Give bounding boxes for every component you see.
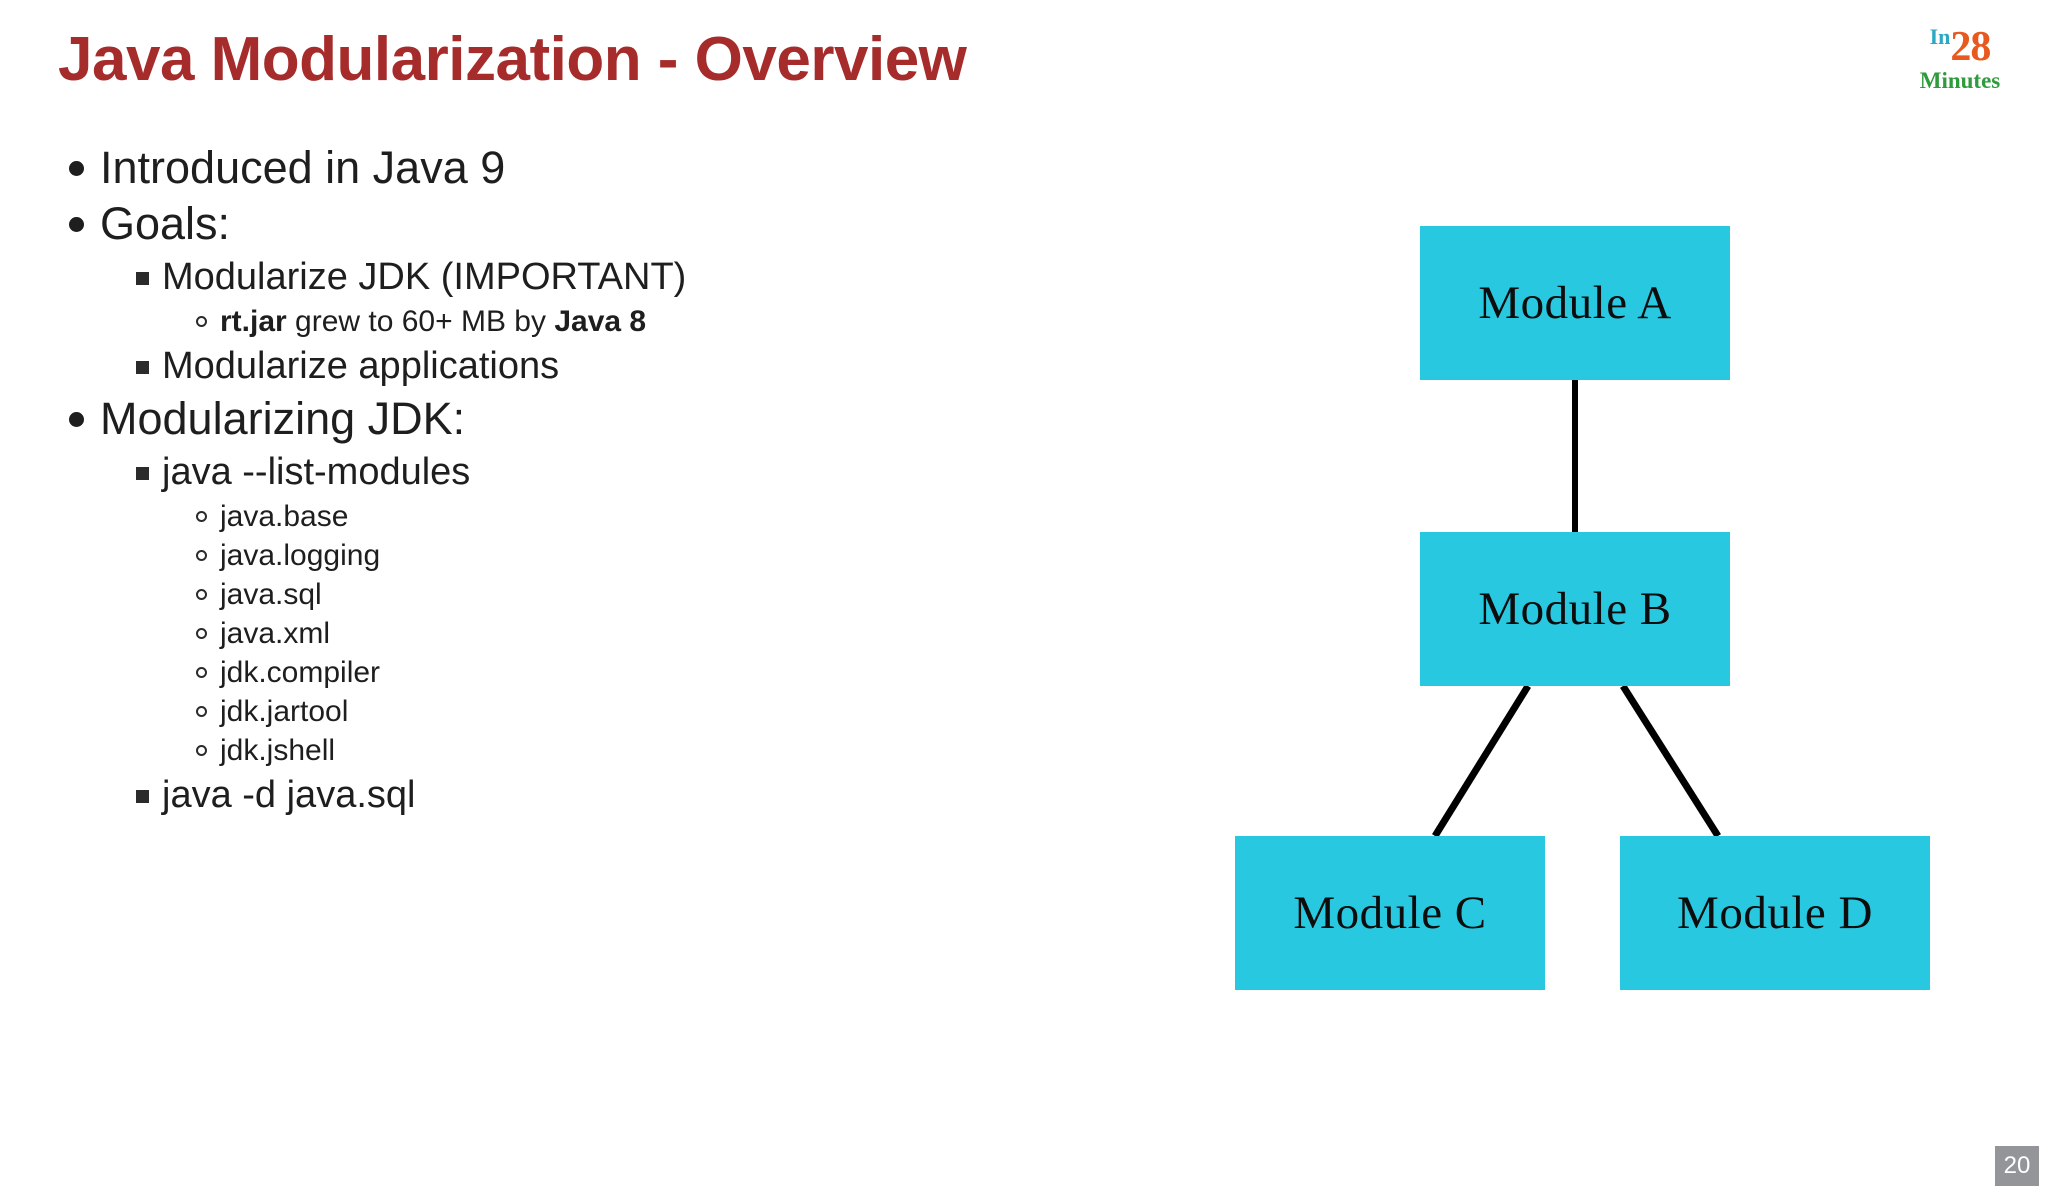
- module-dependency-diagram: Module A Module B Module C Module D: [1180, 150, 2000, 1050]
- list-item-label: java.base: [220, 500, 349, 533]
- bullet-circle-icon: [196, 511, 207, 522]
- bullet-square-icon: [136, 272, 149, 285]
- diagram-node-module-b: Module B: [1420, 532, 1730, 686]
- list-item: Goals:: [52, 196, 1102, 252]
- bullet-square-icon: [136, 467, 149, 480]
- bullet-circle-icon: [196, 706, 207, 717]
- emphasis-rtjar: rt.jar: [220, 305, 287, 338]
- list-item: Modularize applications: [52, 341, 1102, 391]
- bullet-square-icon: [136, 790, 149, 803]
- list-item-label: Goals:: [100, 198, 231, 249]
- list-item: java --list-modules: [52, 447, 1102, 497]
- list-item: java -d java.sql: [52, 770, 1102, 820]
- list-item: jdk.jartool: [52, 692, 1102, 731]
- bullet-circle-icon: [196, 589, 207, 600]
- edge-b-to-c: [1432, 684, 1531, 838]
- bullet-list: Introduced in Java 9 Goals: Modularize J…: [52, 140, 1102, 820]
- list-item-label: jdk.jshell: [220, 734, 336, 767]
- list-item-label: java --list-modules: [162, 451, 471, 493]
- bullet-disc-icon: [69, 412, 84, 427]
- list-item: java.sql: [52, 575, 1102, 614]
- list-item-label: java.sql: [220, 578, 322, 611]
- page-number-badge: 20: [1995, 1146, 2039, 1186]
- list-item: jdk.jshell: [52, 731, 1102, 770]
- emphasis-java8: Java 8: [554, 305, 647, 338]
- page-title: Java Modularization - Overview: [58, 25, 967, 94]
- bullet-circle-icon: [196, 745, 207, 756]
- list-item: java.xml: [52, 614, 1102, 653]
- list-item-label: jdk.compiler: [220, 656, 381, 689]
- list-item-label: java.logging: [220, 539, 381, 572]
- list-item-label: java -d java.sql: [162, 774, 416, 816]
- list-item-label: Modularizing JDK:: [100, 393, 466, 444]
- list-item: java.base: [52, 497, 1102, 536]
- bullet-circle-icon: [196, 550, 207, 561]
- logo-in-text: In: [1929, 24, 1951, 49]
- list-item-label: Modularize JDK (IMPORTANT): [162, 256, 687, 298]
- diagram-node-module-c: Module C: [1235, 836, 1545, 990]
- bullet-disc-icon: [69, 217, 84, 232]
- list-item: rt.jar grew to 60+ MB by Java 8: [52, 302, 1102, 341]
- list-item-label: jdk.jartool: [220, 695, 349, 728]
- list-item-label: Introduced in Java 9: [100, 142, 506, 193]
- bullet-circle-icon: [196, 316, 207, 327]
- list-item: jdk.compiler: [52, 653, 1102, 692]
- logo-minutes-text: Minutes: [1919, 68, 2001, 93]
- bullet-square-icon: [136, 361, 149, 374]
- diagram-node-module-a: Module A: [1420, 226, 1730, 380]
- bullet-circle-icon: [196, 667, 207, 678]
- bullet-circle-icon: [196, 628, 207, 639]
- list-item-label: java.xml: [220, 617, 331, 650]
- edge-b-to-d: [1620, 684, 1721, 838]
- list-item: java.logging: [52, 536, 1102, 575]
- logo-number-text: 28: [1950, 24, 1991, 70]
- bullet-disc-icon: [69, 161, 84, 176]
- list-item: Introduced in Java 9: [52, 140, 1102, 196]
- list-item: Modularizing JDK:: [52, 391, 1102, 447]
- in28minutes-logo: In28 Minutes: [1896, 24, 2024, 93]
- list-item-label-rich: rt.jar grew to 60+ MB by Java 8: [220, 302, 1102, 341]
- logo-line-one: In28: [1896, 24, 2024, 70]
- list-item: Modularize JDK (IMPORTANT): [52, 252, 1102, 302]
- rtjar-middle-text: grew to 60+ MB by: [286, 305, 555, 338]
- diagram-node-module-d: Module D: [1620, 836, 1930, 990]
- list-item-label: Modularize applications: [162, 345, 560, 387]
